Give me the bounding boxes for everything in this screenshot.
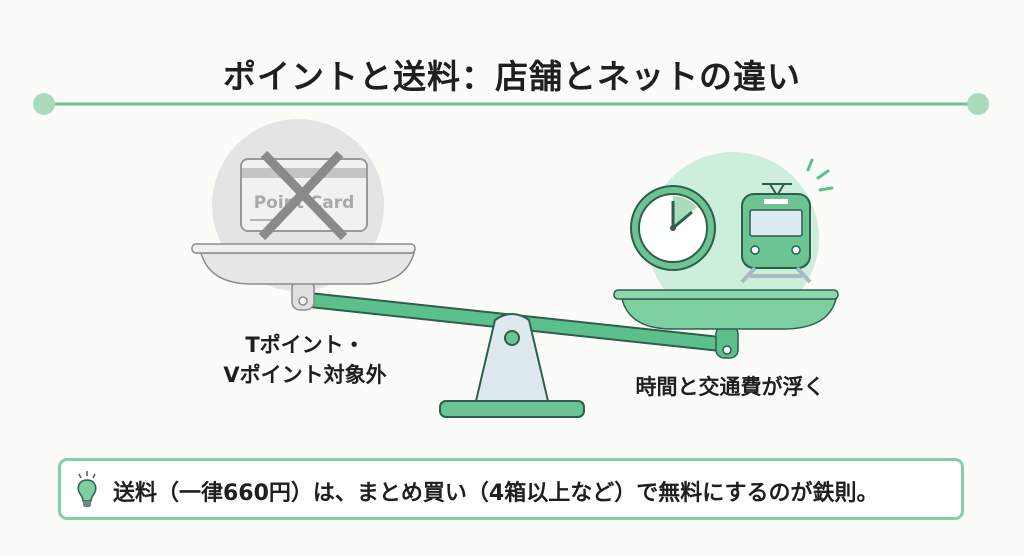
right-pan-label: 時間と交通費が浮く xyxy=(635,375,825,399)
left-pan-label: Tポイント・ Vポイント対象外 xyxy=(200,330,410,390)
card-text: Point Card xyxy=(254,193,355,213)
tip-box: 送料（一律660円）は、まとめ買い（4箱以上など）で無料にするのが鉄則。 xyxy=(58,458,964,520)
page-title: ポイントと送料：店舗とネットの違い xyxy=(223,57,801,96)
train-icon xyxy=(740,158,834,284)
scale-fulcrum xyxy=(439,313,585,418)
clock-icon xyxy=(630,185,716,271)
title-divider xyxy=(33,93,989,115)
left-scale-pan xyxy=(191,243,416,311)
tip-text: 送料（一律660円）は、まとめ買い（4箱以上など）で無料にするのが鉄則。 xyxy=(113,481,879,506)
left-label-line2: Vポイント対象外 xyxy=(223,363,387,387)
lightbulb-icon xyxy=(77,471,97,507)
left-label-line1: Tポイント・ xyxy=(245,333,365,357)
right-scale-pan xyxy=(613,289,839,359)
